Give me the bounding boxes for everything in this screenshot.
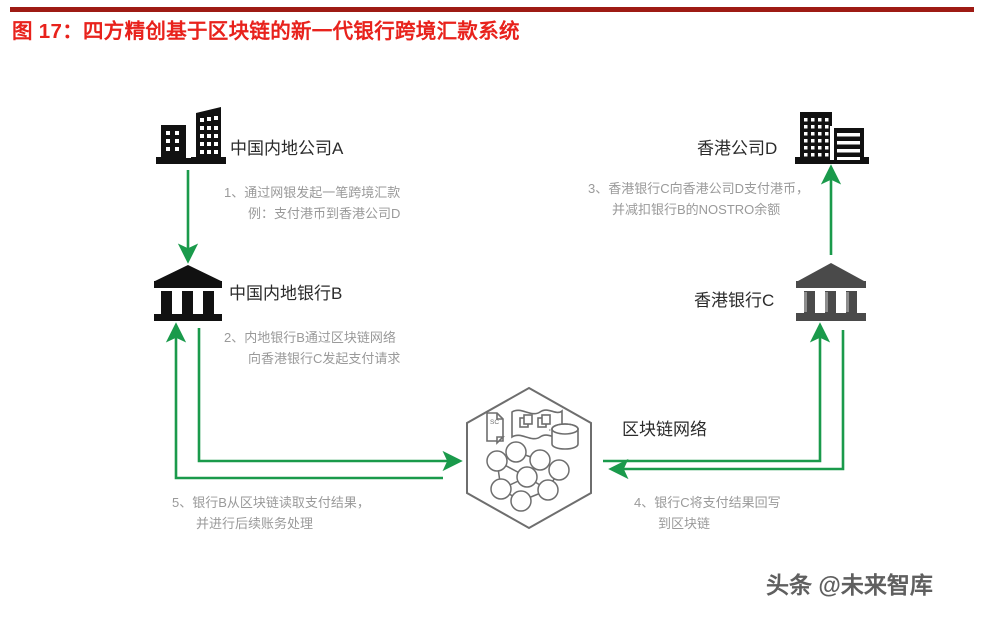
arrow-step-2-to-bank-c: [603, 322, 831, 463]
smart-contract-doc-icon: [486, 412, 505, 445]
step-2-line-2: 向香港银行C发起支付请求: [248, 351, 401, 366]
step-1-text: 1、通过网银发起一笔跨境汇款 例：支付港币到香港公司D: [224, 182, 400, 224]
blockchain-hexagon-icon: SC: [466, 386, 592, 530]
step-3-line-2: 并减扣银行B的NOSTRO余额: [612, 202, 781, 217]
node-label-company-a: 中国内地公司A: [230, 139, 344, 158]
step-5-line-1: 5、银行B从区块链读取支付结果，: [172, 495, 370, 510]
page-title: 图 17：四方精创基于区块链的新一代银行跨境汇款系统: [12, 20, 520, 43]
node-label-bank-c: 香港银行C: [694, 291, 775, 310]
step-3-text: 3、香港银行C向香港公司D支付港币， 并减扣银行B的NOSTRO余额: [588, 178, 809, 220]
step-4-text: 4、银行C将支付结果回写 到区块链: [634, 492, 781, 534]
office-buildings-icon-company-a: [156, 107, 226, 164]
node-label-company-d: 香港公司D: [697, 139, 778, 158]
office-buildings-icon-company-d: [795, 112, 869, 164]
node-label-bank-b: 中国内地银行B: [229, 284, 343, 303]
bank-building-icon-bank-c: [796, 263, 866, 321]
ledger-banner-icon: [511, 409, 563, 440]
database-cylinder-icon: [551, 423, 579, 450]
peer-network-icon: [486, 441, 570, 512]
step-3-line-1: 3、香港银行C向香港公司D支付港币，: [588, 181, 810, 196]
watermark: 头条 @未来智库: [766, 572, 933, 598]
step-5-line-2: 并进行后续账务处理: [196, 516, 314, 531]
step-5-text: 5、银行B从区块链读取支付结果， 并进行后续账务处理: [172, 492, 370, 534]
header-rule: [10, 7, 974, 12]
node-label-blockchain: 区块链网络: [622, 420, 707, 439]
step-1-line-1: 1、通过网银发起一笔跨境汇款: [224, 185, 401, 200]
arrow-step-4: [608, 330, 845, 480]
arrow-step-5: [165, 322, 443, 480]
arrow-step-2: [197, 328, 463, 472]
step-4-line-1: 4、银行C将支付结果回写: [634, 495, 781, 510]
step-2-line-1: 2、内地银行B通过区块链网络: [224, 330, 396, 345]
step-2-text: 2、内地银行B通过区块链网络 向香港银行C发起支付请求: [224, 327, 400, 369]
step-4-line-2: 到区块链: [658, 516, 711, 531]
bank-building-icon-bank-b: [154, 265, 222, 321]
step-1-line-2: 例：支付港币到香港公司D: [248, 206, 401, 221]
svg-text:SC: SC: [490, 419, 499, 426]
